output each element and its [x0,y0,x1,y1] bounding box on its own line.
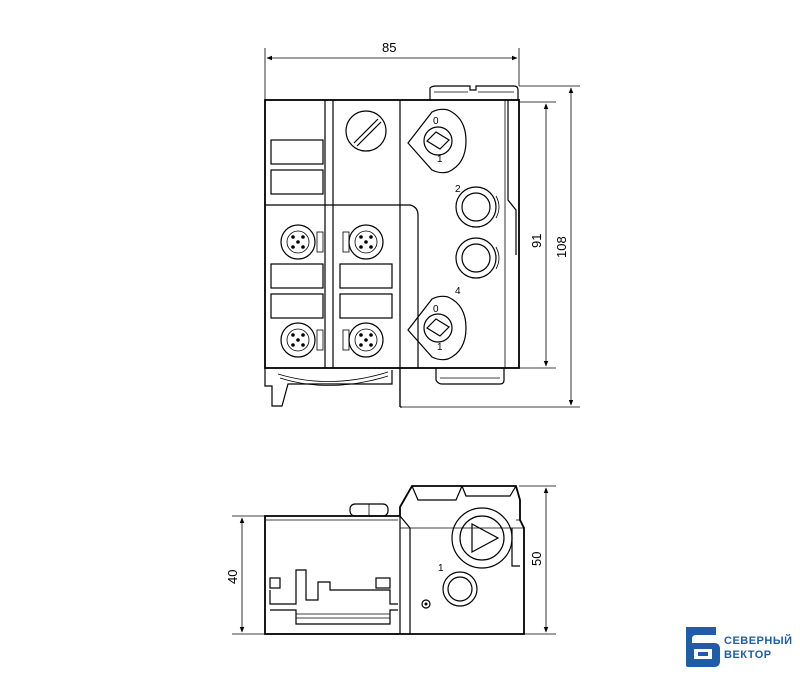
m12-connector-icon [280,322,316,358]
pneumatic-port-4: 4 [455,237,500,297]
switch-lower-1-label: 1 [437,342,443,353]
m12-connector-icon [348,322,384,358]
module-body-side [264,485,525,635]
dimension-40: 40 [225,515,265,635]
side-port-1-label: 1 [438,563,444,574]
m12-connector-icon [348,224,384,260]
port-4-label: 4 [455,286,461,297]
top-view: 85 91 108 [264,40,580,408]
dimension-108: 108 [402,85,580,408]
screw-icon [345,110,387,152]
switch-lower-0-label: 0 [433,304,439,315]
m12-connector-icon [280,224,316,260]
port-2-label: 2 [455,184,461,195]
pneumatic-port-1: 1 [438,563,478,607]
rotary-switch-icon: 0 1 [407,108,467,174]
dimension-91: 91 [519,101,556,369]
mounting-clip [264,368,393,407]
dimension-40-label: 40 [225,570,240,584]
brand-logo-icon [686,627,720,667]
side-view: 40 50 [225,485,556,635]
dimension-50: 50 [519,485,556,635]
dimension-85: 85 [264,40,520,100]
switch-upper-1-label: 1 [437,154,443,165]
internal-mechanism [266,519,398,625]
brand-line2: ВЕКТОР [724,649,772,661]
pneumatic-port-2: 2 [455,184,500,228]
dimension-91-label: 91 [529,234,544,248]
module-body-top [264,85,520,408]
dimension-50-label: 50 [529,552,544,566]
dimension-108-label: 108 [554,236,569,258]
led-indicator-icon [421,599,431,609]
dimension-85-label: 85 [382,40,396,55]
rotary-switch-icon: 0 1 [407,295,467,361]
brand-line1: СЕВЕРНЫЙ [724,634,793,647]
play-icon [451,507,513,569]
switch-upper-0-label: 0 [433,116,439,127]
right-section: 0 1 2 4 0 1 [407,100,517,368]
brand-logo: СЕВЕРНЫЙ ВЕКТОР [686,627,793,667]
side-right-section: 1 [399,507,520,634]
left-section [265,100,419,368]
